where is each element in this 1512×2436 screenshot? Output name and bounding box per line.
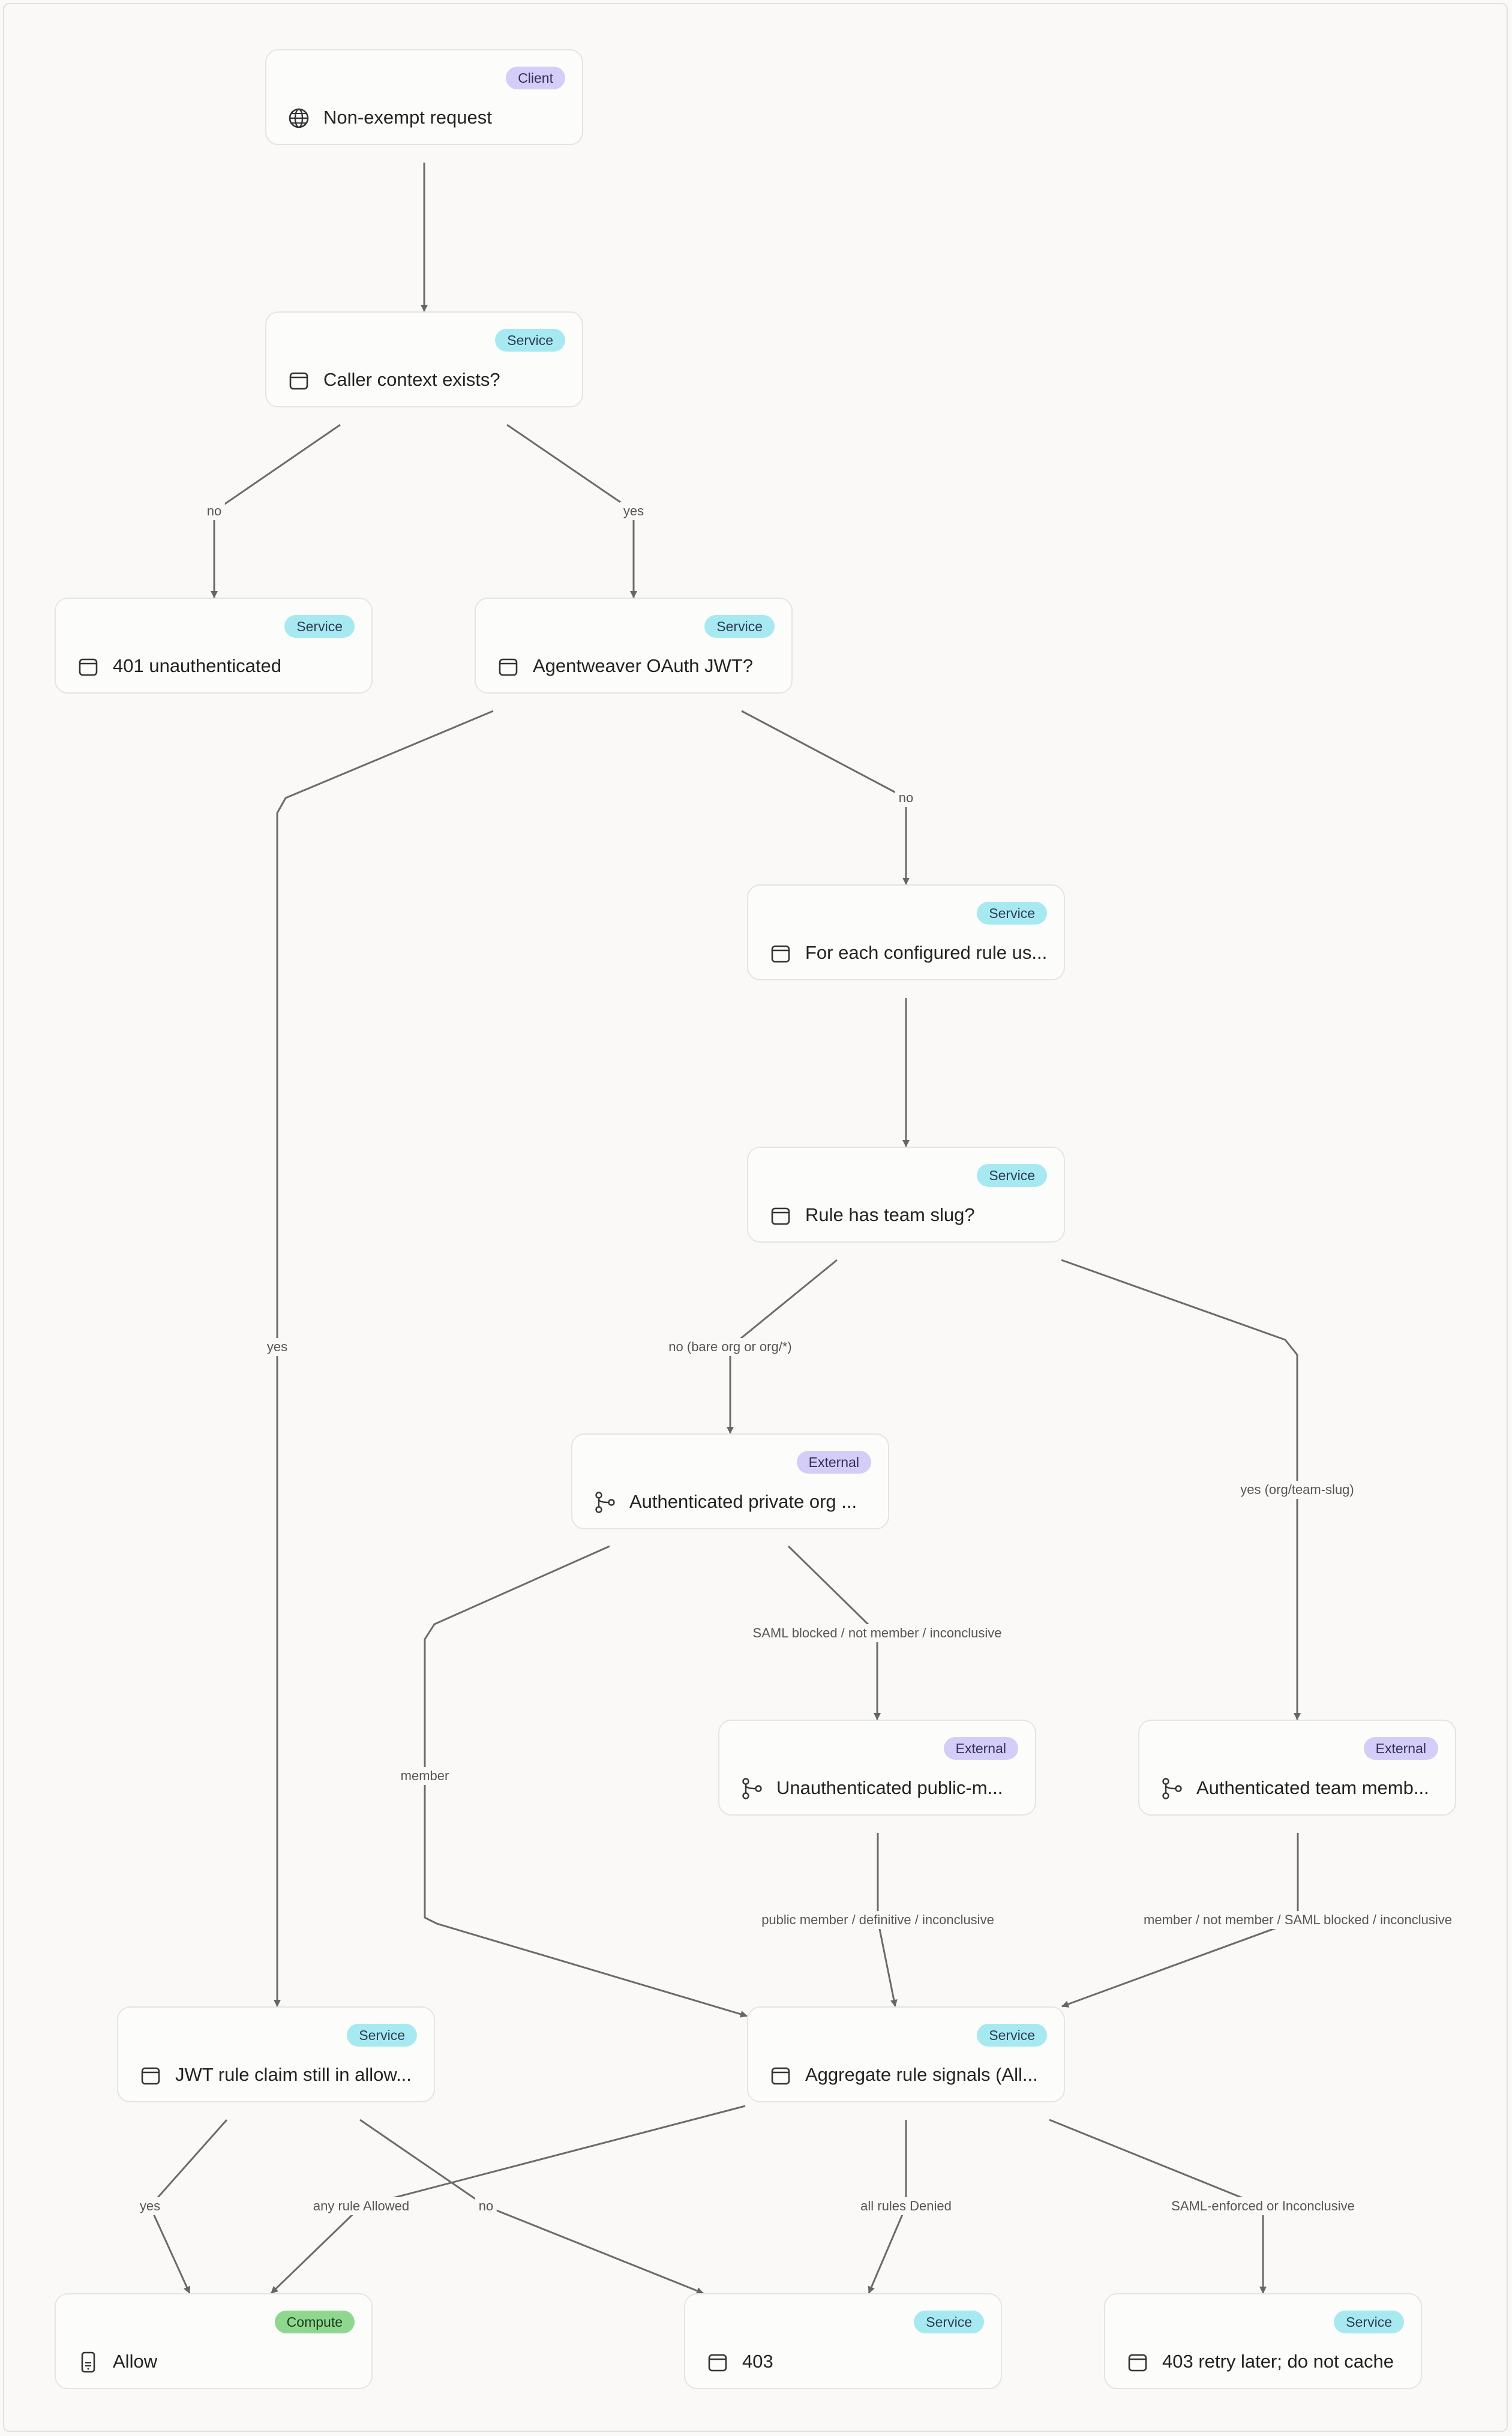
window-icon: [768, 941, 793, 966]
edge-label: member: [397, 1767, 453, 1785]
edge-label: yes: [263, 1338, 292, 1356]
edge-label: no: [895, 789, 917, 807]
window-icon: [496, 654, 521, 679]
window-icon: [705, 2350, 730, 2375]
window-icon: [138, 2063, 163, 2088]
edge-caller-to-unauth401: [211, 424, 341, 598]
window-icon: [768, 1203, 793, 1228]
node-label: Allow: [113, 2351, 158, 2372]
node-retry403[interactable]: Service 403 retry later; do not cache: [1104, 2293, 1422, 2389]
node-badge: Service: [977, 2024, 1047, 2047]
window-icon: [286, 368, 311, 393]
node-badge: Service: [495, 329, 565, 352]
window-icon: [768, 2063, 793, 2088]
edge-label: yes: [619, 502, 648, 520]
node-badge: Service: [704, 615, 775, 638]
edge-teamslug-to-authteam: [1061, 1259, 1301, 1720]
node-label: Authenticated team memb...: [1196, 1777, 1429, 1798]
node-badge: Service: [347, 2024, 417, 2047]
edge-caller-to-oauth: [506, 424, 637, 598]
node-label: Authenticated private org ...: [629, 1491, 857, 1512]
node-label: 403 retry later; do not cache: [1162, 2351, 1394, 2372]
branch-icon: [739, 1776, 764, 1801]
node-badge: External: [796, 1451, 871, 1474]
node-label: Rule has team slug?: [805, 1204, 975, 1225]
node-forbidden[interactable]: Service 403: [684, 2293, 1002, 2389]
globe-icon: [286, 106, 311, 131]
edge-label: no (bare org or org/*): [665, 1338, 796, 1356]
node-badge: Client: [506, 67, 565, 89]
branch-icon: [1159, 1776, 1184, 1801]
node-badge: Service: [914, 2311, 984, 2333]
edge-label: no: [475, 2197, 497, 2215]
edge-label: any rule Allowed: [309, 2197, 413, 2215]
node-badge: Service: [284, 615, 355, 638]
node-label: For each configured rule us...: [805, 942, 1048, 963]
window-icon: [76, 654, 101, 679]
edge-oauth-to-foreach: [741, 710, 910, 885]
edge-oauth-to-jwtrule: [274, 710, 494, 2007]
phone-icon: [76, 2350, 101, 2375]
edge-label: no: [203, 502, 226, 520]
node-badge: Service: [977, 902, 1047, 925]
node-badge: External: [943, 1737, 1018, 1760]
node-label: 401 unauthenticated: [113, 655, 281, 676]
edge-label: all rules Denied: [857, 2197, 955, 2215]
edge-label: public member / definitive / inconclusiv…: [758, 1911, 998, 1929]
edge-label: SAML blocked / not member / inconclusive: [749, 1624, 1006, 1642]
node-label: Unauthenticated public-m...: [776, 1777, 1003, 1798]
edge-label: member / not member / SAML blocked / inc…: [1140, 1911, 1456, 1929]
node-badge: External: [1363, 1737, 1438, 1760]
branch-icon: [592, 1490, 617, 1515]
node-badge: Service: [977, 1164, 1047, 1187]
edge-label: yes: [136, 2197, 164, 2215]
edge-authorg-to-aggregate: [424, 1545, 748, 2018]
node-badge: Compute: [274, 2311, 355, 2333]
node-label: Aggregate rule signals (All...: [805, 2064, 1038, 2085]
window-icon: [1125, 2350, 1150, 2375]
edge-label: yes (org/team-slug): [1237, 1481, 1358, 1499]
node-label: Caller context exists?: [323, 369, 500, 390]
node-label: JWT rule claim still in allow...: [175, 2064, 412, 2085]
edge-label: SAML-enforced or Inconclusive: [1168, 2197, 1358, 2215]
node-label: Agentweaver OAuth JWT?: [533, 655, 753, 676]
node-label: Non-exempt request: [323, 107, 492, 128]
node-badge: Service: [1334, 2311, 1404, 2333]
node-label: 403: [742, 2351, 773, 2372]
